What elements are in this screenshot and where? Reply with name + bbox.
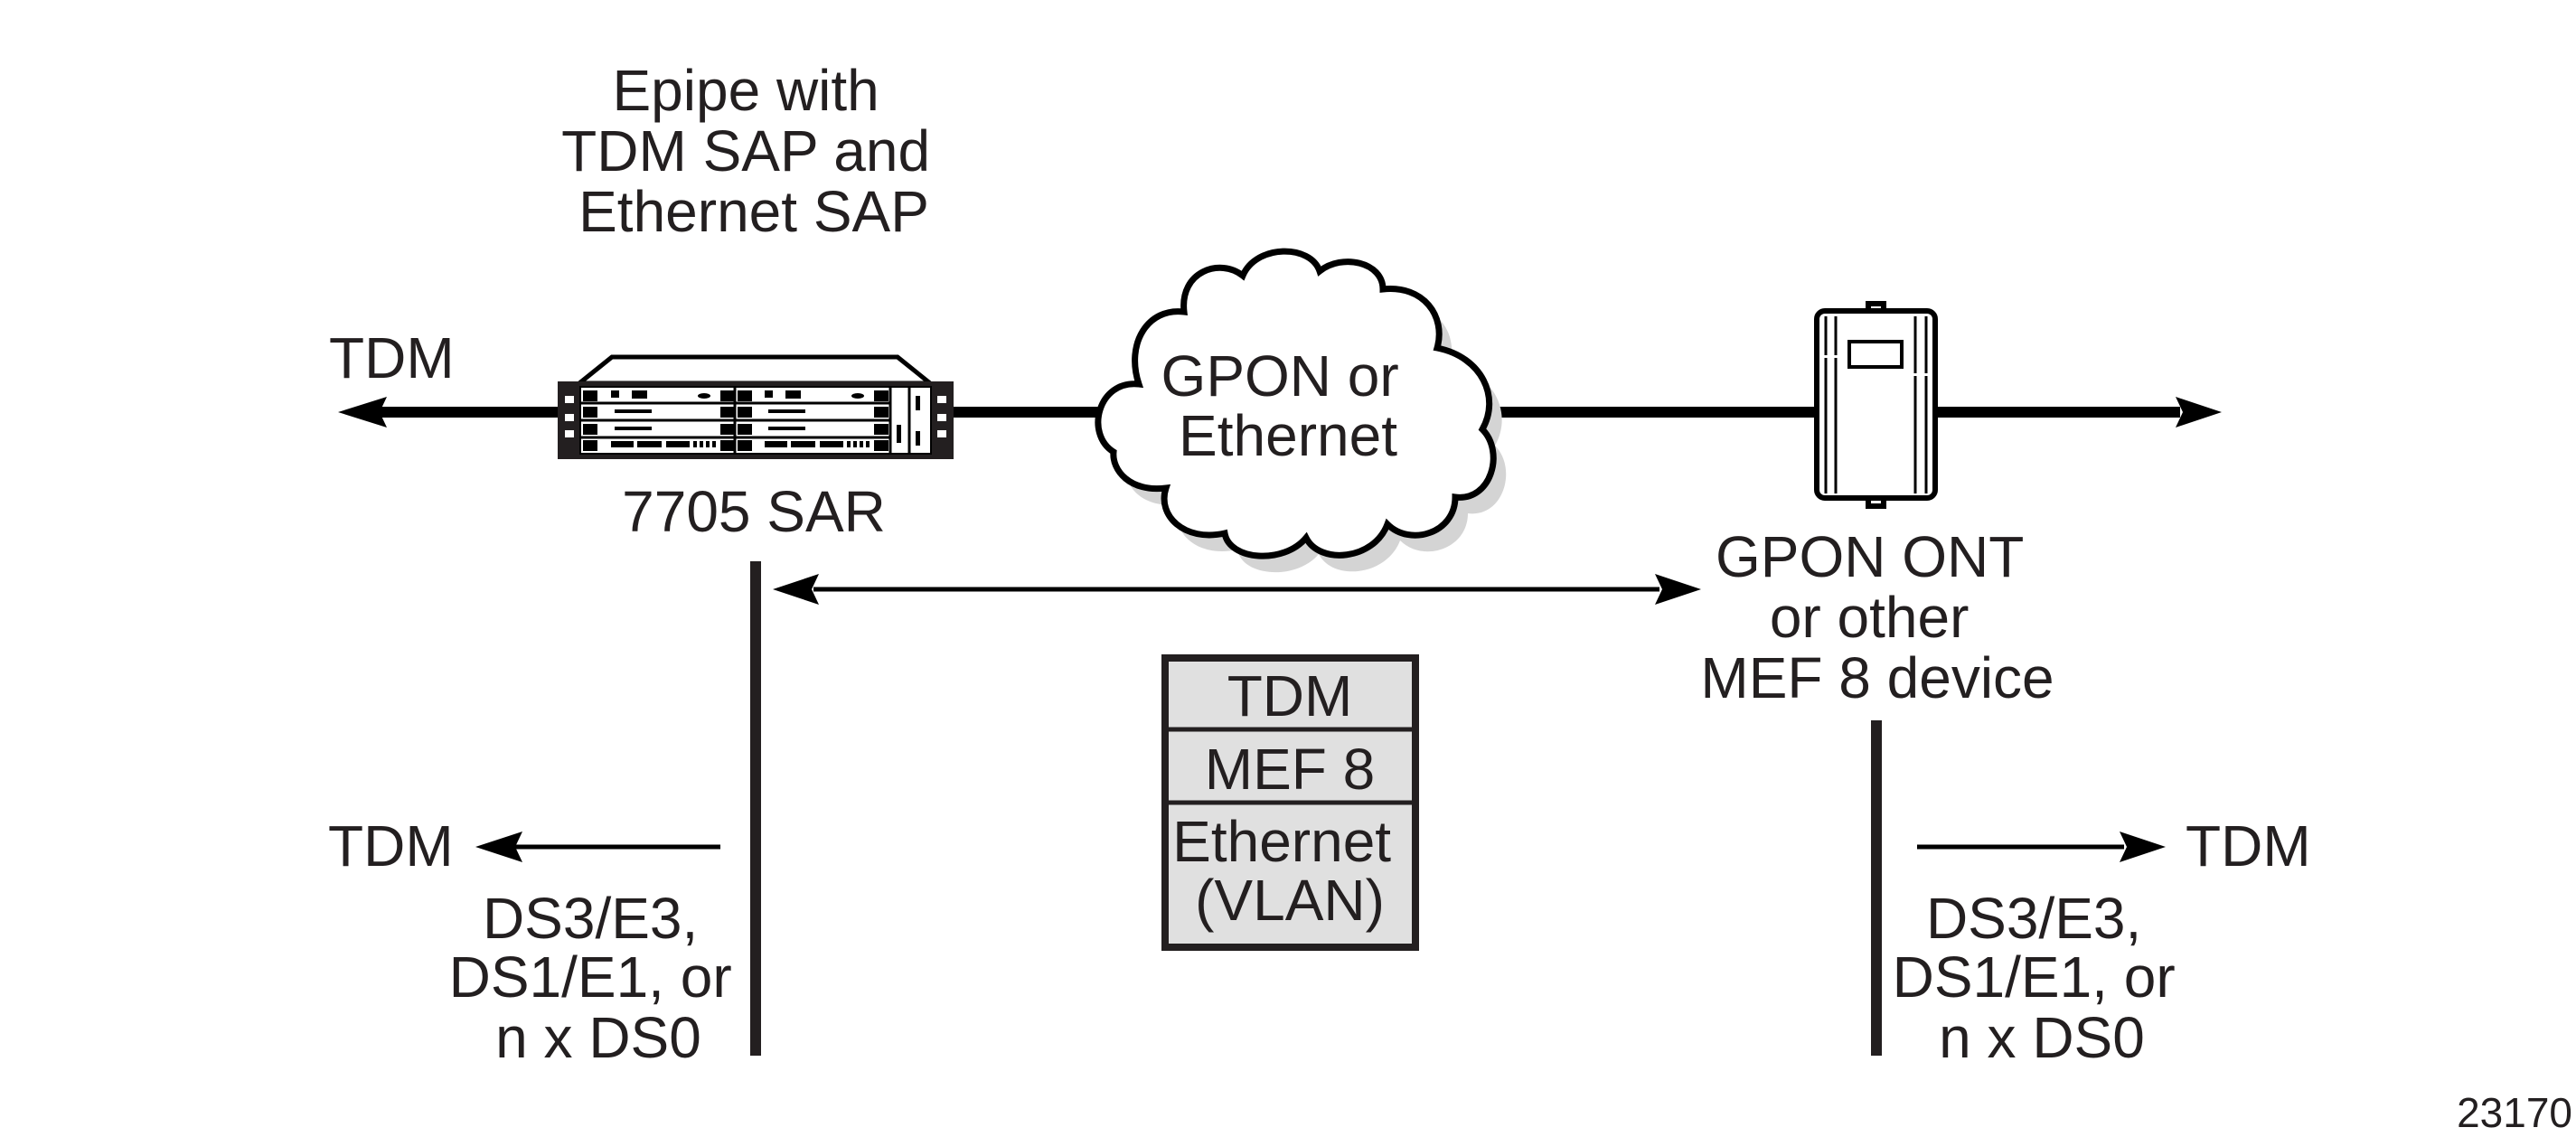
interface-line: DS3/E3, xyxy=(1926,886,2141,951)
mef8-span-arrow xyxy=(773,574,1701,605)
bottom-right-tdm-arrow xyxy=(1917,832,2166,862)
ont-label-line: or other xyxy=(1770,585,1970,650)
stack-layer-mef8: MEF 8 xyxy=(1205,737,1375,802)
main-arrow-right-head xyxy=(2176,397,2222,428)
main-arrow-left-head xyxy=(338,397,387,428)
ont-vertical-bar xyxy=(1871,720,1882,1056)
stack-layer-ethernet-line: Ethernet xyxy=(1172,809,1391,874)
stack-layer-ethernet: Ethernet (VLAN) xyxy=(1172,809,1407,933)
sar-caption-line: TDM SAP and xyxy=(561,118,930,183)
protocol-stack: TDM MEF 8 Ethernet (VLAN) xyxy=(1161,654,1419,951)
bottom-left-tdm-arrow xyxy=(475,832,720,862)
stack-layer-ethernet-line: (VLAN) xyxy=(1195,868,1385,933)
sar-label: 7705 SAR xyxy=(622,479,886,544)
interface-line: n x DS0 xyxy=(495,1005,701,1070)
cloud-icon xyxy=(1095,248,1507,573)
cloud-label-line: Ethernet xyxy=(1179,403,1397,468)
interface-line: n x DS0 xyxy=(1939,1005,2145,1070)
interface-line: DS3/E3, xyxy=(483,886,698,951)
router-chassis-icon xyxy=(558,354,954,459)
ont-label-line: MEF 8 device xyxy=(1700,645,2054,710)
sar-caption-line: Ethernet SAP xyxy=(578,179,929,244)
cloud-label-line: GPON or xyxy=(1161,343,1399,409)
main-link xyxy=(338,397,2222,428)
interface-line: DS1/E1, or xyxy=(449,944,732,1010)
span-arrow-right-head xyxy=(1655,574,1701,605)
sar-caption-line: Epipe with xyxy=(612,58,879,123)
span-arrow-left-head xyxy=(773,574,819,605)
bottom-right-interfaces: DS3/E3, DS1/E1, or n x DS0 xyxy=(1893,886,2192,1070)
sar-vertical-bar xyxy=(750,561,761,1056)
bottom-left-interfaces: DS3/E3, DS1/E1, or n x DS0 xyxy=(449,886,748,1070)
top-left-tdm-label: TDM xyxy=(329,325,455,390)
bottom-right-tdm-label: TDM xyxy=(2186,813,2311,879)
cloud-label: GPON or Ethernet xyxy=(1161,343,1415,468)
bottom-left-tdm-label: TDM xyxy=(328,813,454,879)
interface-line: DS1/E1, or xyxy=(1893,944,2176,1010)
figure-number: 23170 xyxy=(2457,1089,2572,1136)
sar-caption: Epipe with TDM SAP and Ethernet SAP xyxy=(561,58,946,244)
ont-device-icon xyxy=(1814,301,1938,509)
ont-label: GPON ONT or other MEF 8 device xyxy=(1700,524,2054,710)
stack-layer-tdm: TDM xyxy=(1227,663,1353,728)
ont-label-line: GPON ONT xyxy=(1716,524,2023,589)
cloud-outline xyxy=(1095,248,1497,559)
